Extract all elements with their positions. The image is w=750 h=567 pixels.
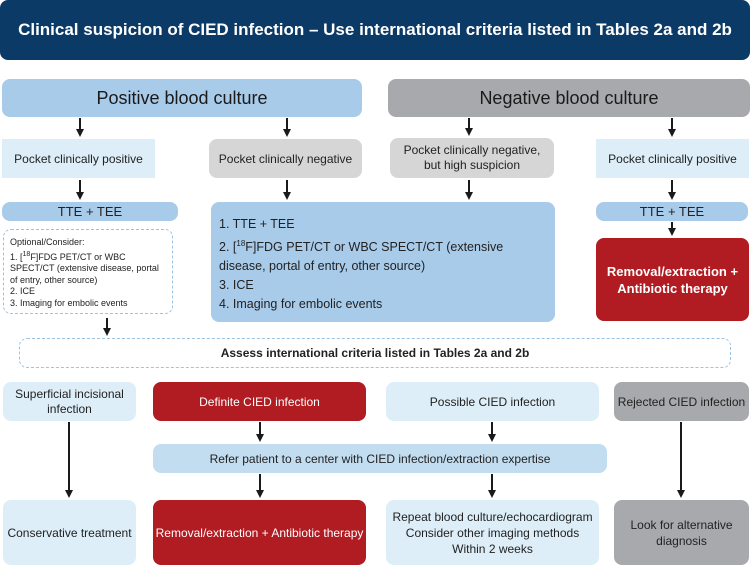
diagram-title: Clinical suspicion of CIED infection – U… — [0, 0, 750, 60]
possible-cied-infection: Possible CIED infection — [386, 382, 599, 421]
repeat-line-2: Consider other imaging methods — [405, 525, 580, 540]
alternative-diagnosis: Look for alternative diagnosis — [614, 500, 749, 565]
workup-item-1: 1. TTE + TEE — [219, 217, 295, 231]
optional-item-3: 3. Imaging for embolic events — [10, 297, 128, 308]
optional-heading: Optional/Consider: — [10, 237, 85, 247]
removal-antibiotic-top: Removal/extraction + Antibiotic therapy — [596, 238, 749, 321]
optional-item-1: 1. [18F]FDG PET/CT or WBC SPECT/CT (exte… — [10, 250, 159, 285]
removal-antibiotic-bottom: Removal/extraction + Antibiotic therapy — [153, 500, 366, 565]
repeat-line-1: Repeat blood culture/echocardiogram — [392, 509, 593, 524]
pocket-negative-pos-culture: Pocket clinically negative — [209, 139, 362, 178]
pocket-positive-pos-culture: Pocket clinically positive — [2, 139, 155, 178]
assess-criteria-box: Assess international criteria listed in … — [19, 338, 731, 368]
pocket-positive-neg-culture: Pocket clinically positive — [596, 139, 749, 178]
pocket-negative-high-suspicion: Pocket clinically negative, but high sus… — [390, 138, 554, 178]
definite-cied-infection: Definite CIED infection — [153, 382, 366, 421]
workup-item-3: 3. ICE — [219, 278, 254, 293]
tte-tee-right: TTE + TEE — [596, 202, 748, 221]
rejected-cied-infection: Rejected CIED infection — [614, 382, 749, 421]
imaging-workup-list: 1. TTE + TEE 2. [18F]FDG PET/CT or WBC S… — [211, 202, 555, 322]
repeat-line-3: Within 2 weeks — [452, 541, 533, 556]
positive-blood-culture-header: Positive blood culture — [2, 79, 362, 117]
optional-consider-list: Optional/Consider: 1. [18F]FDG PET/CT or… — [3, 229, 173, 314]
optional-item-2: 2. ICE — [10, 286, 36, 296]
refer-expert-center: Refer patient to a center with CIED infe… — [153, 444, 607, 473]
tte-tee-left: TTE + TEE — [2, 202, 178, 221]
workup-item-4: 4. Imaging for embolic events — [219, 297, 383, 312]
workup-item-2: 2. [18F]FDG PET/CT or WBC SPECT/CT (exte… — [219, 239, 504, 274]
repeat-blood-culture: Repeat blood culture/echocardiogram Cons… — [386, 500, 599, 565]
conservative-treatment: Conservative treatment — [3, 500, 136, 565]
negative-blood-culture-header: Negative blood culture — [388, 79, 750, 117]
superficial-incisional-infection: Superficial incisional infection — [3, 382, 136, 421]
